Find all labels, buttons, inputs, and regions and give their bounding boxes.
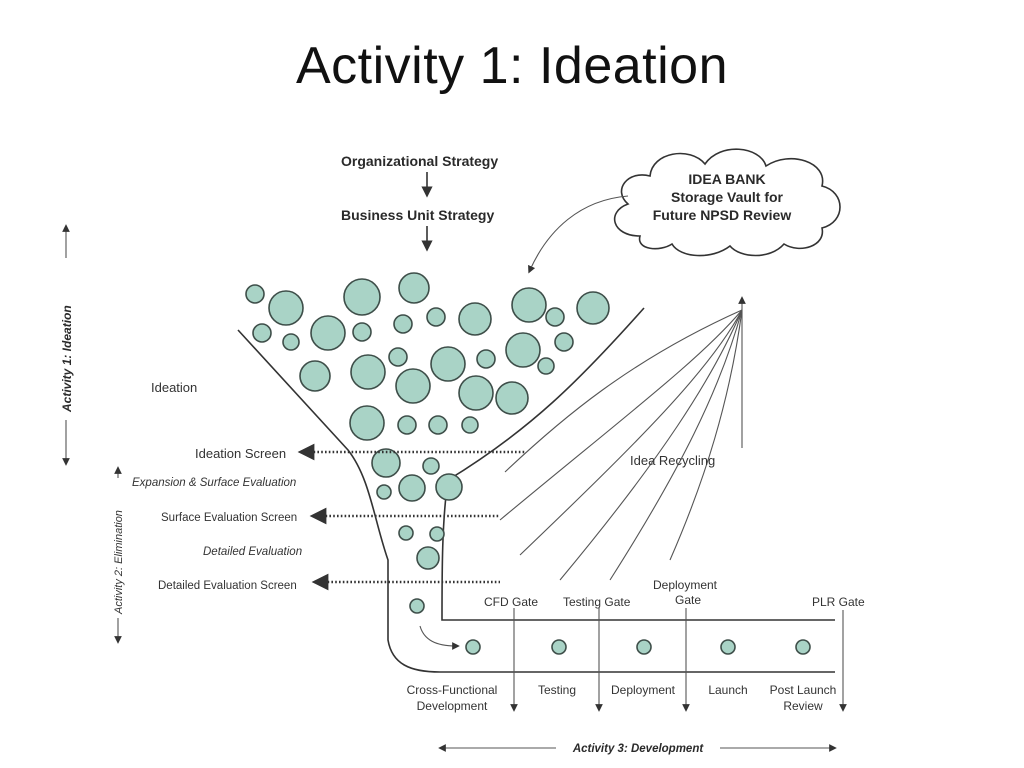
idea-bubble [393,314,413,334]
idea-bubble [416,546,440,570]
idea-bubble [397,415,417,435]
activity-2-axis: Activity 2: Elimination [108,466,128,644]
idea-bubble [252,323,272,343]
idea-bubble [458,302,492,336]
idea-bubble [428,415,448,435]
slide-title: Activity 1: Ideation [296,37,728,95]
stage-cfd-label-2: Development [417,699,488,713]
idea-bubble [430,346,466,382]
idea-bubble [352,322,372,342]
activity-1-axis: Activity 1: Ideation [56,224,76,466]
development-track [465,608,847,712]
idea-bubble [409,598,425,614]
business-unit-strategy-label: Business Unit Strategy [341,207,494,223]
stage-bubble [795,639,811,655]
idea-bubble [299,360,331,392]
idea-bubble [350,354,386,390]
stage-cfd-label-1: Cross-Functional [407,683,498,697]
funnel-outline [237,307,835,673]
idea-bubble [576,291,610,325]
deployment-gate-label-1: Deployment [653,578,718,592]
idea-bubble [371,448,401,478]
idea-bubble [398,474,426,502]
deployment-gate-label-2: Gate [675,593,701,607]
stage-bubble [636,639,652,655]
funnel-exit-arrow [419,625,460,650]
idea-bubble [282,333,300,351]
stage-bubble [465,639,481,655]
idea-recycling-label: Idea Recycling [630,453,715,468]
idea-bubble [398,272,430,304]
activity-2-label: Activity 2: Elimination [113,510,125,615]
idea-bank-arrow [528,195,629,274]
ideation-screen-label: Ideation Screen [195,446,286,461]
plr-gate-label: PLR Gate [812,595,865,609]
stage-bubble [551,639,567,655]
idea-bubble [495,381,529,415]
idea-bank-title: IDEA BANK [688,171,765,187]
idea-bubble [398,525,414,541]
stage-plr-label-2: Review [783,699,823,713]
idea-bubble [343,278,381,316]
idea-bubble [376,484,392,500]
idea-bubble [310,315,346,351]
idea-bubble [429,526,445,542]
stage-testing-label: Testing [538,683,576,697]
stage-plr-label-1: Post Launch [770,683,837,697]
stage-deployment-label: Deployment [611,683,676,697]
testing-gate-label: Testing Gate [563,595,631,609]
idea-bubble [422,457,440,475]
activity-3-label: Activity 3: Development [572,743,705,755]
activity-3-axis: Activity 3: Development [438,740,837,756]
idea-bubble [245,284,265,304]
ideation-label: Ideation [151,380,197,395]
expansion-label: Expansion & Surface Evaluation [132,477,296,489]
idea-bubble [268,290,304,326]
idea-bubble [349,405,385,441]
stage-bubble [720,639,736,655]
idea-bank-cloud: IDEA BANK Storage Vault for Future NPSD … [613,148,841,257]
detailed-screen-label: Detailed Evaluation Screen [158,580,297,592]
idea-bubble [511,287,547,323]
idea-bubble [505,332,541,368]
idea-bubble [388,347,408,367]
cfd-gate-label: CFD Gate [484,595,538,609]
idea-bubble [537,357,555,375]
stage-launch-label: Launch [708,683,747,697]
idea-bubble [426,307,446,327]
idea-bubble [461,416,479,434]
idea-bubble [458,375,494,411]
idea-bank-line-3: Future NPSD Review [653,207,792,223]
idea-bubble [545,307,565,327]
detailed-eval-label: Detailed Evaluation [203,546,302,558]
organizational-strategy-label: Organizational Strategy [341,153,498,169]
surface-screen-label: Surface Evaluation Screen [161,512,297,524]
idea-bubbles [245,272,610,614]
idea-bubble [435,473,463,501]
idea-bubble [476,349,496,369]
activity-1-label: Activity 1: Ideation [60,305,74,413]
idea-bank-line-2: Storage Vault for [671,189,784,205]
idea-recycling-lines [499,296,746,581]
idea-bubble [554,332,574,352]
idea-bubble [395,368,431,404]
